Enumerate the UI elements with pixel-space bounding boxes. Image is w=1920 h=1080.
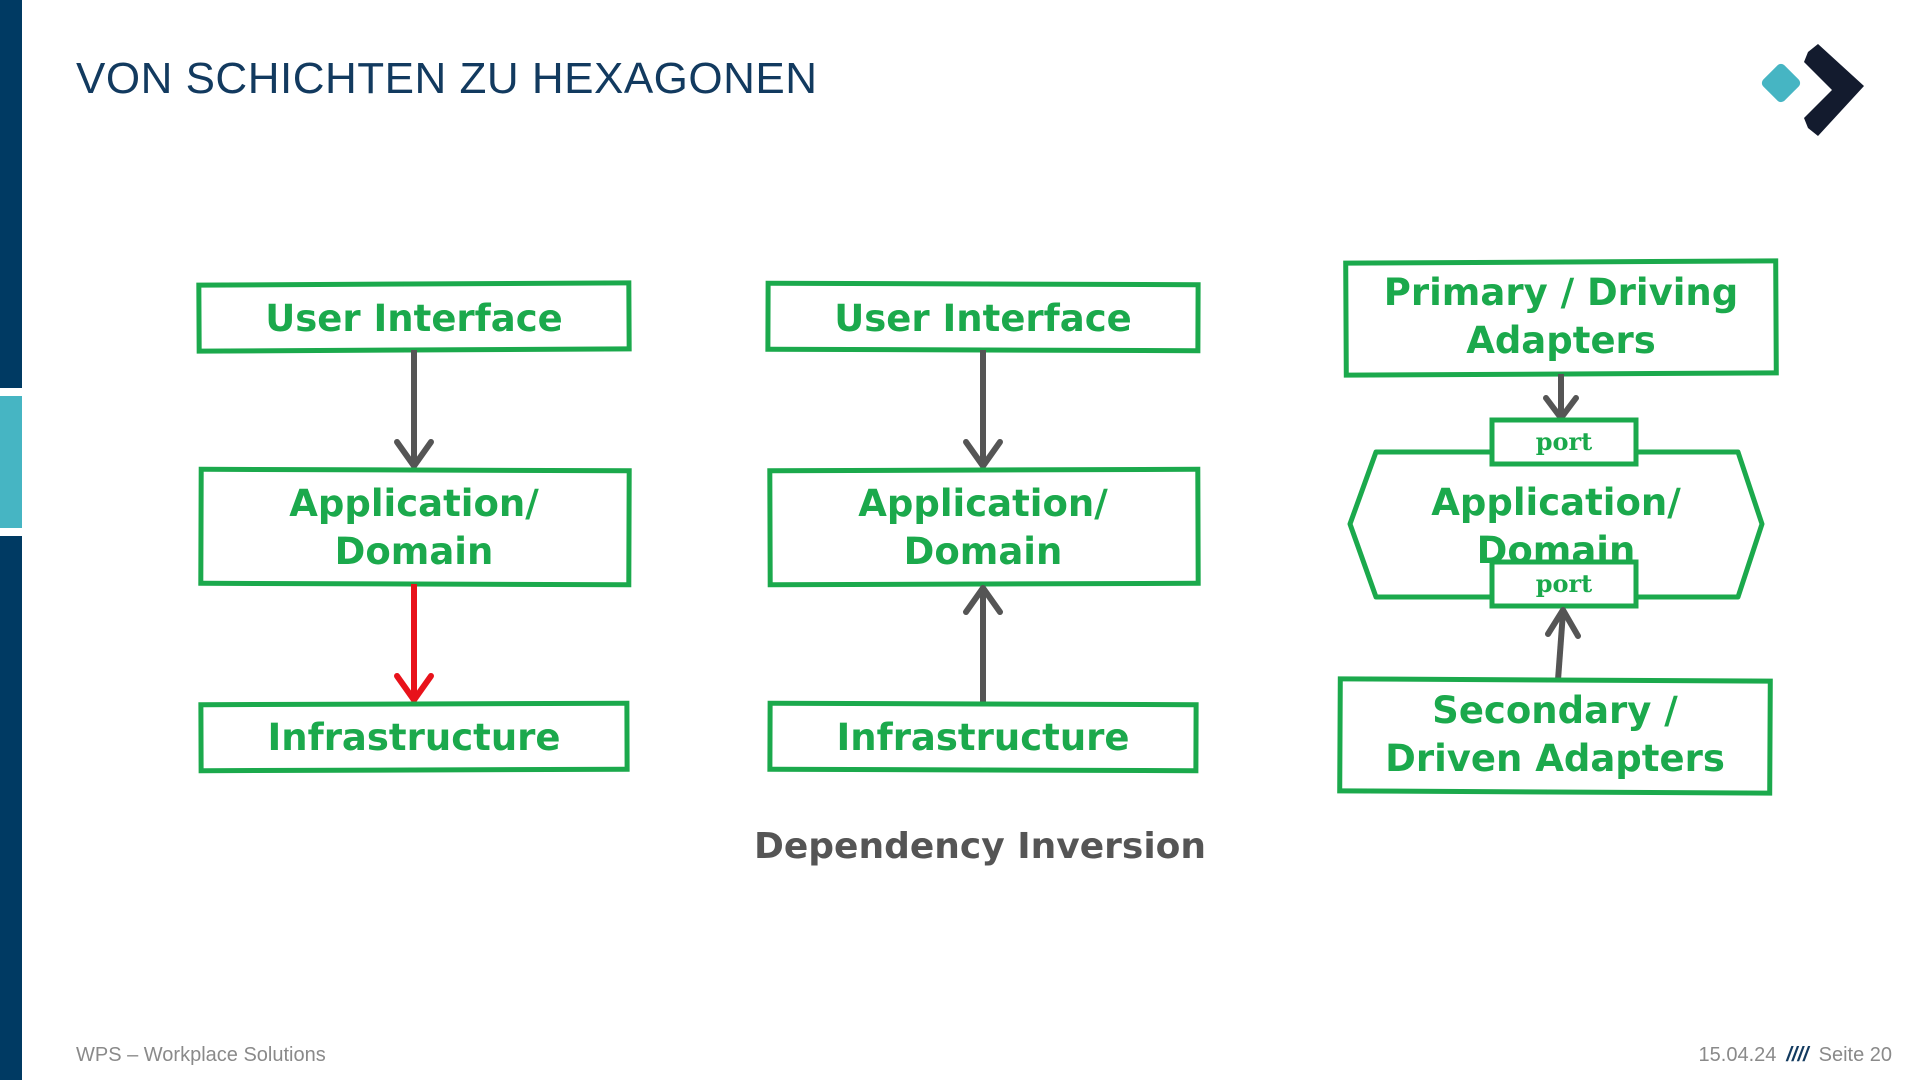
left-layer-diagram: User Interface Application/ Domain Infra… bbox=[196, 280, 632, 774]
right-hexagon-diagram: Primary / Driving Adapters port Applicat… bbox=[1337, 258, 1779, 796]
footer-separator: //// bbox=[1786, 1044, 1809, 1066]
footer-company: WPS – Workplace Solutions bbox=[76, 1044, 326, 1066]
middle-arrow-ui-to-app-head bbox=[963, 439, 1003, 469]
middle-infra-box bbox=[767, 700, 1199, 774]
middle-infra-label: Infrastructure bbox=[836, 716, 1129, 759]
middle-app-box bbox=[767, 466, 1201, 588]
right-arrow-secondary-to-port-head bbox=[1545, 607, 1581, 639]
left-app-box bbox=[198, 466, 632, 588]
right-arrow-secondary-to-port bbox=[1555, 611, 1566, 681]
left-infra-box bbox=[198, 700, 630, 774]
left-arrow-ui-to-app-head bbox=[394, 439, 434, 469]
left-ui-box bbox=[196, 280, 632, 354]
middle-arrow-infra-to-app-head bbox=[963, 585, 1003, 615]
middle-ui-box bbox=[765, 280, 1201, 354]
right-port-bottom-label: port bbox=[1536, 569, 1593, 598]
left-accent-bar-middle bbox=[0, 396, 22, 528]
left-ui-label: User Interface bbox=[265, 297, 563, 340]
logo-navy-chevron bbox=[1804, 44, 1864, 136]
left-arrow-app-to-infra-head bbox=[394, 673, 434, 703]
dependency-inversion-caption: Dependency Inversion bbox=[753, 826, 1207, 867]
right-primary-adapters-box bbox=[1343, 258, 1779, 378]
right-secondary-label-line2: Driven Adapters bbox=[1385, 737, 1725, 780]
right-app-hexagon bbox=[1347, 449, 1765, 600]
footer-date: 15.04.24 bbox=[1698, 1044, 1777, 1066]
right-primary-label-line1: Primary / Driving bbox=[1384, 271, 1738, 314]
right-secondary-adapters-box bbox=[1337, 676, 1773, 796]
left-app-label-line1: Application/ bbox=[289, 482, 539, 525]
middle-layer-diagram: User Interface Application/ Domain Infra… bbox=[765, 280, 1201, 774]
left-infra-label: Infrastructure bbox=[267, 716, 560, 759]
left-accent-bar-top bbox=[0, 0, 22, 388]
middle-app-label-line1: Application/ bbox=[858, 482, 1108, 525]
logo-teal-diamond bbox=[1761, 63, 1801, 103]
right-app-label-line1: Application/ bbox=[1431, 481, 1681, 524]
left-app-label-line2: Domain bbox=[335, 530, 494, 573]
right-port-top-box bbox=[1489, 417, 1639, 467]
left-accent-bar-bottom bbox=[0, 536, 22, 1080]
footer-page-number: Seite 20 bbox=[1818, 1044, 1892, 1066]
right-primary-label-line2: Adapters bbox=[1466, 319, 1656, 362]
footer-right: 15.04.24 //// Seite 20 bbox=[1699, 1044, 1892, 1067]
right-port-bottom-box bbox=[1489, 559, 1639, 609]
slide-title: VON SCHICHTEN ZU HEXAGONEN bbox=[76, 54, 818, 103]
right-port-top-label: port bbox=[1536, 427, 1593, 456]
right-secondary-label-line1: Secondary / bbox=[1432, 689, 1678, 732]
wps-logo-icon bbox=[1761, 44, 1864, 136]
middle-app-label-line2: Domain bbox=[904, 530, 1063, 573]
middle-ui-label: User Interface bbox=[834, 297, 1132, 340]
